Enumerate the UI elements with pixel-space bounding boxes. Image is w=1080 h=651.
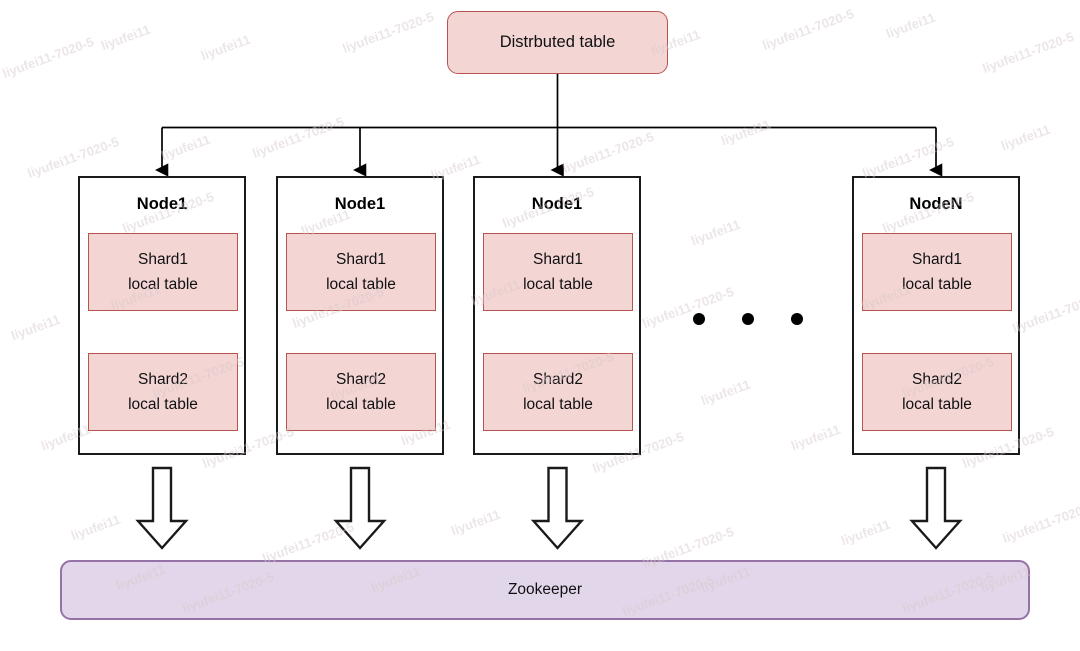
shard-sublabel: local table [523,275,593,293]
shard-box-3-2: Shard2 local table [483,353,633,431]
shard-sublabel: local table [128,395,198,413]
shard-name: Shard2 [533,371,583,388]
shard-name: Shard1 [138,251,188,268]
ellipsis-dot [693,313,705,325]
shard-box-n-1: Shard1 local table [862,233,1012,311]
shard-box-n-2: Shard2 local table [862,353,1012,431]
shard-box-3-1: Shard1 local table [483,233,633,311]
node-box-n: NodeN Shard1 local table Shard2 local ta… [852,176,1020,455]
shard-sublabel: local table [523,395,593,413]
shard-name: Shard1 [533,251,583,268]
zookeeper-label: Zookeeper [507,581,583,598]
shard-box-1-2: Shard2 local table [88,353,238,431]
node-title-2: Node1 [334,195,386,213]
shard-sublabel: local table [902,395,972,413]
node-title-1: Node1 [136,195,188,213]
shard-name: Shard1 [912,251,962,268]
shard-sublabel: local table [326,395,396,413]
shard-sublabel: local table [902,275,972,293]
shard-box-1-1: Shard1 local table [88,233,238,311]
shard-sublabel: local table [128,275,198,293]
ellipsis-group [693,311,803,327]
shard-name: Shard2 [336,371,386,388]
shard-box-2-2: Shard2 local table [286,353,436,431]
block-arrow-node-4 [909,466,963,550]
distributed-table-label: Distrbuted table [499,33,616,51]
shard-name: Shard2 [912,371,962,388]
zookeeper-bar: Zookeeper [60,560,1030,620]
block-arrow-node-1 [135,466,189,550]
shard-box-2-1: Shard1 local table [286,233,436,311]
shard-name: Shard1 [336,251,386,268]
node-title-n: NodeN [909,195,963,213]
block-arrow-node-3 [530,466,585,550]
ellipsis-dot [791,313,803,325]
distributed-table-box: Distrbuted table [447,11,668,74]
ellipsis-dot [742,313,754,325]
block-arrow-node-2 [333,466,387,550]
node-box-1: Node1 Shard1 local table Shard2 local ta… [78,176,246,455]
node-box-3: Node1 Shard1 local table Shard2 local ta… [473,176,641,455]
shard-sublabel: local table [326,275,396,293]
node-box-2: Node1 Shard1 local table Shard2 local ta… [276,176,444,455]
shard-name: Shard2 [138,371,188,388]
node-title-3: Node1 [531,195,583,213]
